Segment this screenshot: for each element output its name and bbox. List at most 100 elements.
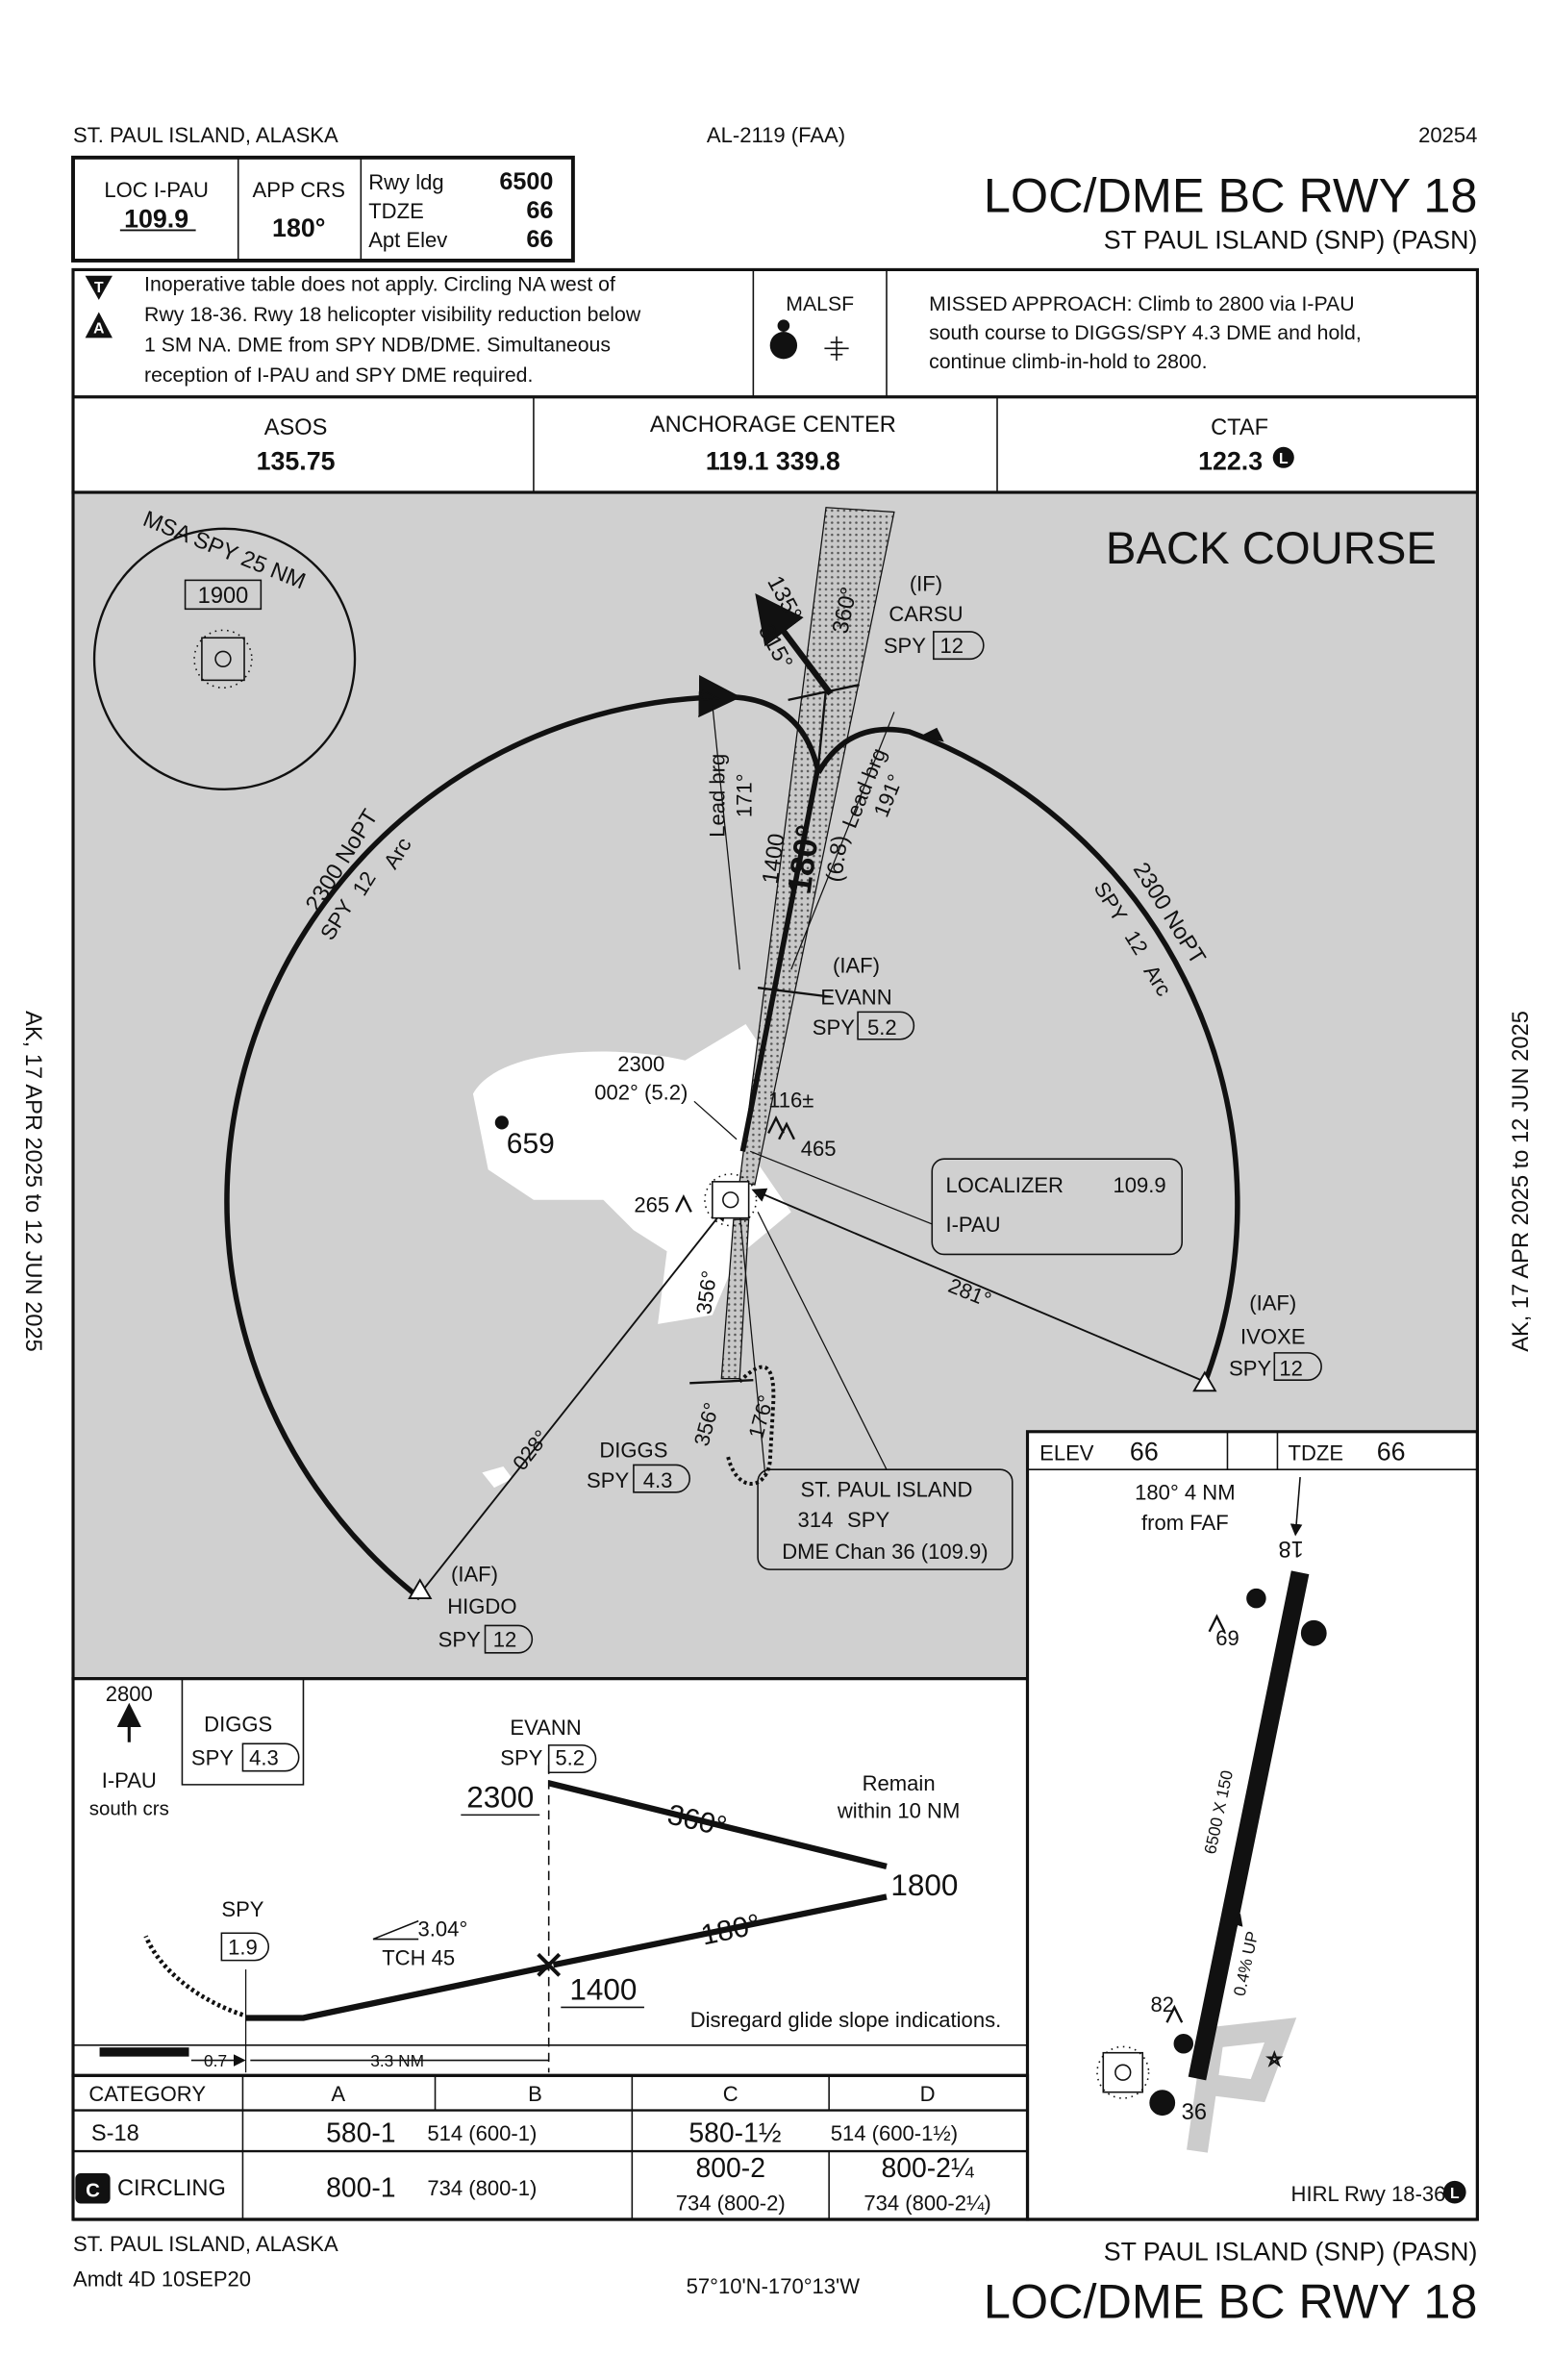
msa-altitude: 1900 bbox=[198, 584, 249, 609]
circling-label: CIRCLING bbox=[117, 2176, 226, 2201]
asos-frequency: 135.75 bbox=[257, 446, 336, 475]
a4-lighting-icon bbox=[769, 332, 798, 360]
evann-name: EVANN bbox=[820, 986, 891, 1010]
cycle-number: 20254 bbox=[1418, 123, 1477, 147]
category-c-header: C bbox=[723, 2082, 738, 2106]
note-line: 1 SM NA. DME from SPY NDB/DME. Simultane… bbox=[144, 333, 611, 356]
missed-approach-arc bbox=[143, 1935, 244, 2017]
profile-diggs-nav: SPY bbox=[191, 1745, 234, 1769]
profile-spy-label: SPY bbox=[221, 1897, 263, 1921]
footer-coordinates: 57°10'N-170°13'W bbox=[687, 2274, 861, 2298]
note-line: Inoperative table does not apply. Circli… bbox=[144, 272, 615, 295]
approach-lighting: MALSF bbox=[786, 292, 854, 315]
msa-circle bbox=[92, 527, 357, 790]
lead-bearing-label: Lead brg bbox=[705, 754, 729, 838]
lines-plan bbox=[224, 507, 1240, 1601]
profile-turn-altitude: 1800 bbox=[890, 1867, 958, 1902]
s18-ab-haa: 514 (600-1) bbox=[427, 2121, 537, 2145]
chart-id: AL-2119 (FAA) bbox=[707, 123, 845, 147]
runway-lighting: HIRL Rwy 18-36 bbox=[1291, 2182, 1446, 2206]
final-course bbox=[739, 764, 821, 1152]
localizer-frequency: 109.9 bbox=[1114, 1173, 1166, 1197]
evann-course: 002° (5.2) bbox=[594, 1081, 688, 1105]
note-line: reception of I-PAU and SPY DME required. bbox=[144, 363, 533, 387]
carsu-nav: SPY bbox=[884, 634, 926, 658]
footer-amendment: Amdt 4D 10SEP20 bbox=[73, 2267, 251, 2291]
ivoxe-dme: 12 bbox=[1279, 1356, 1303, 1380]
south-course-feather bbox=[720, 1218, 750, 1380]
loc-label: LOC I-PAU bbox=[104, 178, 209, 202]
diggs-name: DIGGS bbox=[599, 1439, 667, 1463]
boxes-plan bbox=[184, 579, 1322, 1654]
tdze-value: 66 bbox=[526, 197, 553, 224]
airport-elev-value: 66 bbox=[1130, 1438, 1159, 1466]
profile-evann-name: EVANN bbox=[510, 1716, 581, 1740]
higdo-nav: SPY bbox=[438, 1627, 481, 1651]
higdo-feeder bbox=[419, 1206, 727, 1594]
profile-inbound-course: 180° bbox=[698, 1908, 763, 1951]
footer-airport-name: ST PAUL ISLAND (SNP) (PASN) bbox=[1104, 2238, 1478, 2267]
apt-elev-label: Apt Elev bbox=[368, 228, 447, 252]
rwy-ldg-value: 6500 bbox=[499, 168, 553, 195]
ivoxe-role: (IAF) bbox=[1249, 1291, 1296, 1315]
distance-0-7: 0.7 bbox=[204, 2051, 227, 2070]
loc-frequency: 109.9 bbox=[124, 204, 188, 233]
profile-remain-line2: within 10 NM bbox=[837, 1799, 960, 1823]
localizer-ident: I-PAU bbox=[945, 1213, 1000, 1237]
profile-view bbox=[71, 1677, 1030, 2077]
ndb-name: ST. PAUL ISLAND bbox=[801, 1478, 973, 1502]
center-frequency: 119.1 339.8 bbox=[706, 446, 840, 475]
profile-missed-course: south crs bbox=[89, 1797, 169, 1819]
s18-ab-minimum: 580-1 bbox=[326, 2118, 395, 2149]
notes-symbols bbox=[85, 275, 1294, 468]
airport-tdze-label: TDZE bbox=[1288, 1441, 1343, 1466]
ctaf-label: CTAF bbox=[1211, 415, 1268, 440]
airport-diagram bbox=[1025, 1430, 1479, 2221]
carsu-dme: 12 bbox=[939, 634, 964, 658]
lead-bearing-171: 171° bbox=[733, 773, 757, 817]
runway-18-label: 18 bbox=[1279, 1536, 1304, 1561]
missed-approach-line: MISSED APPROACH: Climb to 2800 via I-PAU bbox=[929, 292, 1354, 315]
localizer-feather bbox=[738, 507, 895, 1186]
s18-cd-haa: 514 (600-1½) bbox=[831, 2121, 958, 2145]
category-a-header: A bbox=[331, 2082, 345, 2106]
asos-label: ASOS bbox=[264, 415, 328, 440]
footer-procedure-title: LOC/DME BC RWY 18 bbox=[984, 2273, 1478, 2328]
app-crs-value: 180° bbox=[272, 213, 325, 242]
app-crs-label: APP CRS bbox=[253, 178, 345, 202]
validity-right: AK, 17 APR 2025 to 12 JUN 2025 bbox=[1509, 1011, 1534, 1352]
profile-missed-altitude: 2800 bbox=[106, 1682, 153, 1706]
profile-evann-nav: SPY bbox=[500, 1745, 542, 1769]
evann-dme: 5.2 bbox=[867, 1015, 897, 1040]
circling-ab-minimum: 800-1 bbox=[326, 2172, 395, 2203]
circling-d-minimum: 800-2¼ bbox=[881, 2153, 973, 2184]
profile-outbound-course: 360° bbox=[664, 1799, 730, 1843]
localizer-label: LOCALIZER bbox=[945, 1173, 1064, 1197]
profile-diggs-dme: 4.3 bbox=[249, 1745, 279, 1769]
evann-nav: SPY bbox=[813, 1015, 855, 1040]
faf-distance-line2: from FAF bbox=[1141, 1511, 1229, 1535]
tdze-label: TDZE bbox=[368, 199, 424, 223]
alternate-minimums-icon bbox=[85, 312, 113, 338]
missed-approach-path bbox=[755, 592, 834, 696]
higdo-dme: 12 bbox=[493, 1627, 517, 1651]
runway-36-label: 36 bbox=[1182, 2100, 1207, 2125]
carsu-role: (IF) bbox=[910, 571, 942, 595]
ctaf-frequency: 122.3 bbox=[1198, 446, 1263, 475]
header-location: ST. PAUL ISLAND, ALASKA bbox=[73, 123, 338, 147]
obstacle-116: 116± bbox=[768, 1089, 814, 1113]
rwy-ldg-label: Rwy ldg bbox=[368, 170, 443, 194]
obstacle-265: 265 bbox=[634, 1192, 669, 1216]
ndb-ident: SPY bbox=[847, 1508, 889, 1532]
circling-c-haa: 734 (800-2) bbox=[676, 2192, 786, 2216]
holding-pattern bbox=[725, 1365, 776, 1486]
profile-evann-altitude: 2300 bbox=[466, 1779, 534, 1814]
malsf-icon bbox=[824, 336, 849, 361]
takeoff-minimums-icon bbox=[85, 275, 113, 300]
spy-ndb-icon bbox=[712, 1181, 750, 1219]
higdo-name: HIGDO bbox=[447, 1594, 516, 1618]
apt-elev-value: 66 bbox=[526, 226, 553, 253]
profile-missed-nav: I-PAU bbox=[102, 1768, 157, 1792]
profile-spy-dme: 1.9 bbox=[228, 1935, 258, 1959]
glide-slope-note: Disregard glide slope indications. bbox=[690, 2008, 1002, 2032]
